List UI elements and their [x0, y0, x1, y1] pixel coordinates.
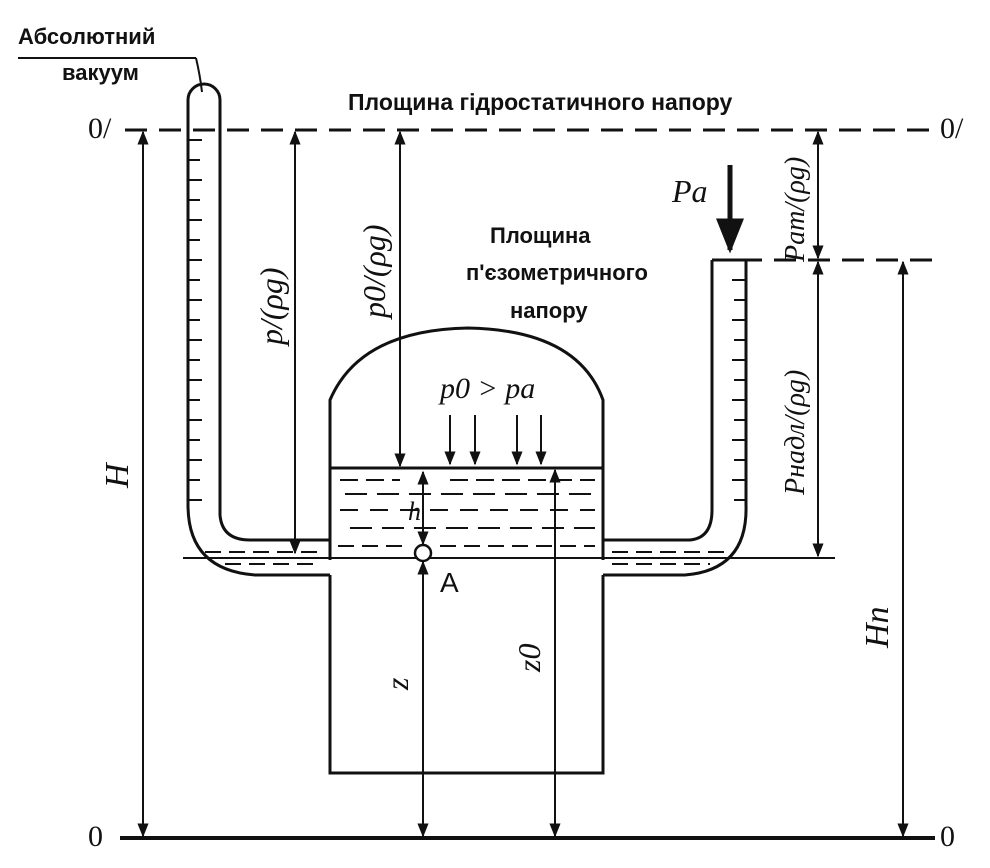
right-tube-scale: [732, 279, 746, 501]
absolute-vacuum-label-line2: вакуум: [62, 60, 139, 85]
dimension-pat-over-rhog-label: Pат/(ρg): [780, 157, 811, 263]
surface-pressure-arrows: [444, 415, 547, 466]
dimension-h-label: h: [408, 497, 421, 526]
absolute-vacuum-pointer: [195, 57, 203, 93]
level-label-top-right: 0/: [940, 112, 964, 145]
liquid-hatching: [338, 479, 595, 547]
absolute-vacuum-label-line1: Абсолютний: [18, 24, 155, 49]
left-closed-tube: [186, 82, 330, 577]
left-tube-scale: [188, 139, 202, 501]
dimension-p-over-rhog-label: p/(ρg): [253, 267, 289, 347]
atmospheric-pressure-label: Pa: [671, 173, 708, 209]
piezometric-label-line3: напору: [510, 298, 588, 323]
piezometric-label-line2: п'єзометричного: [466, 260, 648, 285]
right-tube-liquid: [612, 551, 725, 565]
dimension-z0-label: z0: [511, 644, 547, 673]
dimension-Hp-label: Hп: [859, 606, 896, 649]
hydrostatic-plane-label: Площина гідростатичного напору: [348, 89, 733, 115]
pressure-condition-label: p0 > pa: [438, 372, 535, 405]
dimension-pnadl-over-rhog-label: Pнадл/(ρg): [780, 370, 811, 496]
left-tube-liquid: [205, 551, 320, 565]
piezometric-label-line1: Площина: [490, 223, 591, 248]
dimension-p0-over-rhog-label: p0/(ρg): [356, 224, 392, 320]
right-piezometer-tube: [603, 258, 748, 577]
point-a-marker: [413, 543, 433, 563]
level-label-bottom-left: 0: [88, 820, 103, 853]
level-label-top-left: 0/: [88, 112, 112, 145]
dimension-H-label: H: [99, 461, 136, 489]
level-label-bottom-right: 0: [940, 820, 955, 853]
point-a-label: A: [440, 567, 459, 598]
dimension-z-label: z: [379, 677, 415, 691]
